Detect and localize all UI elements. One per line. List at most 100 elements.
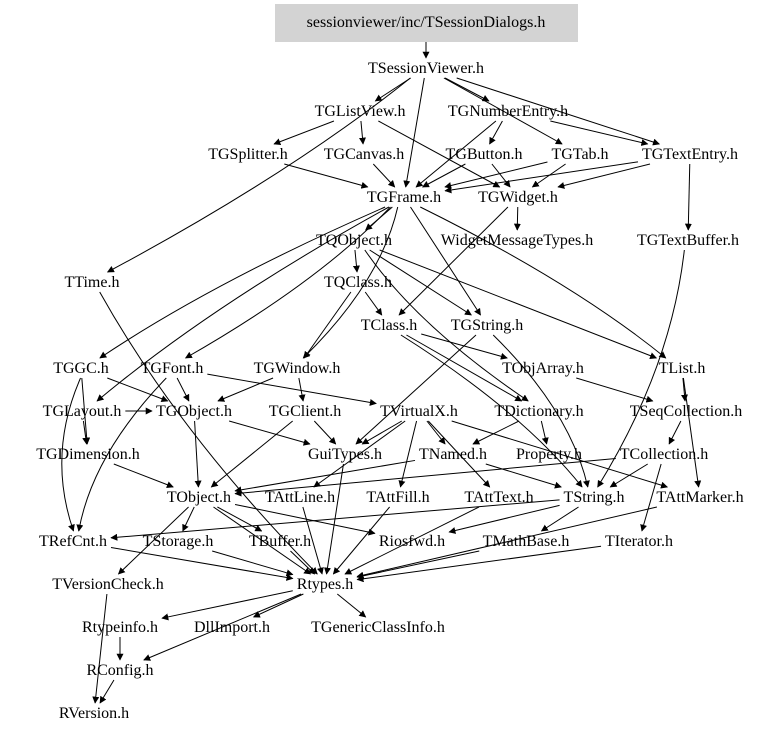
graph-node[interactable]: TGFont.h [141, 360, 204, 377]
dependency-edge [451, 420, 668, 489]
graph-node[interactable]: TQClass.h [324, 274, 392, 291]
graph-node[interactable]: TTime.h [65, 274, 120, 291]
node-label: Rtypeinfo.h [82, 619, 158, 636]
graph-node[interactable]: Rtypeinfo.h [82, 619, 158, 636]
graph-node[interactable]: RConfig.h [86, 662, 153, 679]
graph-node[interactable]: TGWidget.h [478, 189, 558, 206]
graph-node[interactable]: TQObject.h [316, 232, 392, 249]
graph-node[interactable]: TGGC.h [53, 360, 109, 377]
dependency-edge [472, 420, 520, 445]
graph-node[interactable]: TVirtualX.h [380, 403, 458, 420]
graph-node[interactable]: TGDimension.h [36, 446, 140, 463]
graph-node[interactable]: TGFrame.h [367, 189, 441, 206]
node-label: TGWidget.h [478, 189, 558, 206]
graph-node[interactable]: TAttText.h [464, 489, 533, 506]
graph-node[interactable]: TGButton.h [446, 146, 523, 163]
graph-node[interactable]: TAttLine.h [265, 489, 335, 506]
dependency-edge [234, 503, 376, 536]
root-node-box [275, 4, 578, 42]
dependency-edge [640, 463, 662, 532]
dependency-edge [110, 499, 560, 541]
graph-node[interactable]: TGSplitter.h [208, 146, 288, 163]
graph-node[interactable]: TGClient.h [269, 403, 341, 420]
graph-node[interactable]: TSessionViewer.h [368, 60, 484, 77]
dependency-edge [400, 334, 583, 488]
graph-node[interactable]: TObject.h [167, 489, 231, 506]
nodes-layer: sessionviewer/inc/TSessionDialogs.hTSess… [36, 4, 744, 722]
graph-node[interactable]: Riosfwd.h [379, 533, 445, 550]
dependency-edge [113, 463, 174, 488]
graph-node[interactable]: TGWindow.h [254, 360, 341, 377]
graph-node[interactable]: TSeqCollection.h [630, 403, 742, 420]
dependency-edge [427, 420, 491, 488]
graph-node[interactable]: TGLayout.h [43, 403, 122, 420]
graph-node[interactable]: TBuffer.h [249, 533, 311, 550]
dependency-edge [557, 163, 651, 189]
graph-node[interactable]: TString.h [564, 489, 625, 506]
graph-node[interactable]: TGObject.h [156, 403, 232, 420]
graph-node[interactable]: TGCanvas.h [324, 146, 404, 163]
dependency-edge [576, 377, 654, 403]
graph-node[interactable]: Rtypes.h [297, 576, 353, 593]
graph-node[interactable]: TGTextBuffer.h [637, 232, 739, 249]
graph-node[interactable]: TGNumberEntry.h [448, 103, 568, 120]
graph-node[interactable]: TAttMarker.h [656, 489, 743, 506]
node-label: TString.h [564, 489, 625, 506]
dependency-edge [513, 206, 521, 231]
graph-node[interactable]: TDictionary.h [494, 403, 583, 420]
graph-node[interactable]: TCollection.h [620, 446, 708, 463]
graph-node[interactable]: TGTextEntry.h [642, 146, 738, 163]
dependency-edge [682, 377, 702, 488]
graph-node[interactable]: TList.h [659, 360, 706, 377]
dependency-edge [369, 249, 472, 316]
dependency-edge [540, 506, 579, 532]
graph-node[interactable]: GuiTypes.h [308, 446, 382, 463]
dependency-edge [99, 206, 386, 359]
graph-node[interactable]: TMathBase.h [483, 533, 570, 550]
dependency-edge [234, 457, 616, 497]
dependency-edge [194, 420, 202, 488]
dependency-edge [372, 163, 396, 188]
graph-node[interactable]: TVersionCheck.h [52, 576, 164, 593]
dependency-edge [421, 163, 466, 188]
graph-node[interactable]: TIterator.h [605, 533, 673, 550]
graph-node[interactable]: WidgetMessageTypes.h [441, 232, 593, 249]
node-label: TRefCnt.h [39, 533, 107, 550]
dependency-edge [217, 377, 274, 402]
dependency-edge [684, 163, 692, 231]
node-label: DllImport.h [194, 619, 270, 636]
graph-node[interactable]: TGListView.h [315, 103, 406, 120]
dependency-edge [303, 291, 352, 359]
graph-node[interactable]: TAttFill.h [366, 489, 429, 506]
graph-node[interactable]: TGString.h [451, 317, 523, 334]
root-node[interactable]: sessionviewer/inc/TSessionDialogs.h [275, 4, 578, 42]
dependency-edge [356, 506, 658, 579]
graph-node[interactable]: TGTab.h [551, 146, 608, 163]
graph-node[interactable]: TGenericClassInfo.h [311, 619, 445, 636]
graph-node[interactable]: Property.h [516, 446, 582, 463]
node-label: TGTextBuffer.h [637, 232, 739, 249]
dependency-edge [426, 420, 446, 445]
node-label: TGGC.h [53, 360, 109, 377]
node-label: WidgetMessageTypes.h [441, 232, 593, 249]
dependency-edge [234, 459, 416, 494]
dependency-edge [485, 463, 562, 489]
dependency-edge [284, 163, 369, 189]
dependency-edge [298, 377, 306, 402]
graph-node[interactable]: TObjArray.h [502, 360, 584, 377]
dependency-edge [92, 593, 108, 704]
graph-node[interactable]: TNamed.h [419, 446, 487, 463]
dependency-edge [609, 463, 648, 488]
node-label: TGenericClassInfo.h [311, 619, 445, 636]
graph-node[interactable]: TRefCnt.h [39, 533, 107, 550]
dependency-edge [444, 161, 548, 189]
graph-node[interactable]: RVersion.h [59, 705, 129, 722]
dependency-edge [359, 120, 366, 145]
dependency-edge [597, 249, 685, 488]
graph-node[interactable]: DllImport.h [194, 619, 270, 636]
graph-node[interactable]: TStorage.h [143, 533, 214, 550]
dependency-edge [273, 120, 335, 146]
graph-node[interactable]: TClass.h [361, 317, 417, 334]
node-label: TGDimension.h [36, 446, 140, 463]
